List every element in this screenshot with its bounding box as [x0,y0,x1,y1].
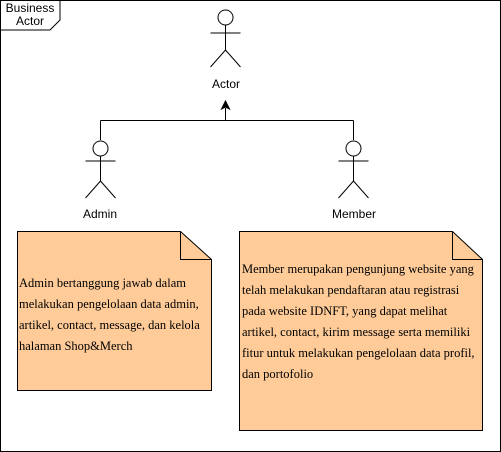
admin-note-text: Admin bertanggung jawab dalam melakukan … [19,276,200,353]
member-note-text: Member merupakan pengunjung website yang… [242,262,475,381]
frame-label-line1: Business [5,1,55,15]
admin-note-shape [17,231,212,391]
member-actor-figure [338,140,369,199]
admin-actor-figure [85,140,116,199]
frame-label-tab [0,0,61,31]
member-actor-label: Member [331,207,376,221]
parent-actor-label: Actor [211,77,240,91]
generalization-connector [100,108,354,140]
member-note-fold [452,231,483,260]
frame-label-line2: Actor [15,14,44,28]
admin-actor-label: Admin [82,207,117,221]
generalization-arrowhead [220,99,231,111]
admin-note-fold [180,231,212,260]
parent-actor-figure [210,9,241,68]
member-note-shape [239,231,483,431]
